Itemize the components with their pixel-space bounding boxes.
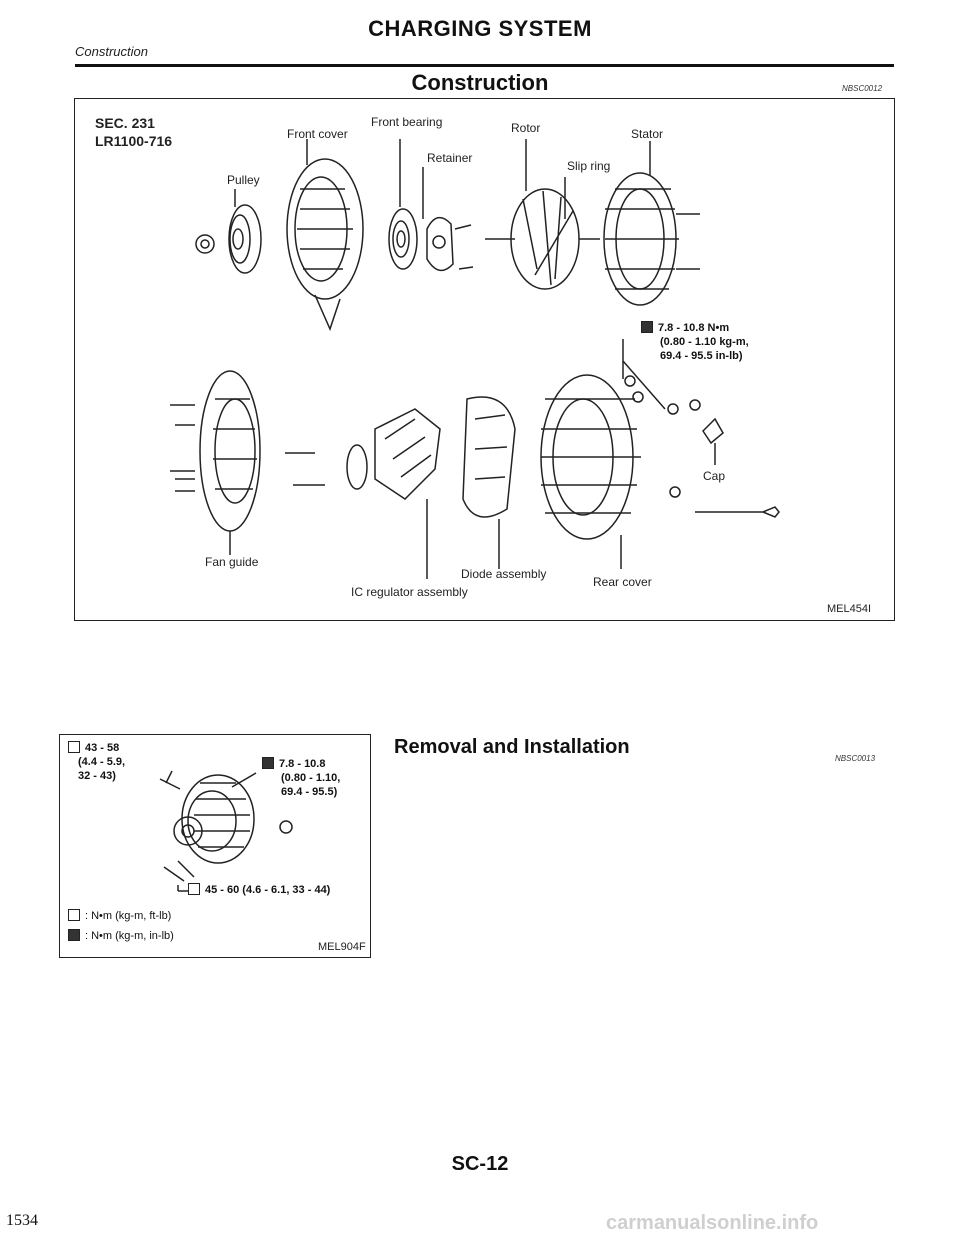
- torque-a-line-1: 43 - 58: [85, 742, 120, 754]
- header-rule: [75, 64, 894, 67]
- torque-b-line-3: 69.4 - 95.5): [281, 786, 338, 798]
- label-cap: Cap: [703, 469, 726, 483]
- label-front-bearing: Front bearing: [371, 115, 443, 129]
- section-label: Construction: [75, 44, 148, 59]
- torque-wrench-icon: [68, 929, 80, 941]
- removal-figure: 43 - 58 (4.4 - 5.9, 32 - 43) 7.8 - 10.8 …: [59, 734, 371, 958]
- construction-code: NBSC0012: [842, 84, 883, 93]
- alternator-mounting-diagram: [159, 770, 293, 892]
- torque-wrench-icon: [68, 741, 80, 753]
- torque-wrench-icon: [641, 321, 653, 333]
- construction-figure: SEC. 231 LR1100-716 Front bearing Front …: [74, 98, 895, 621]
- torque-callout: 7.8 - 10.8 N•m (0.80 - 1.10 kg-m, 69.4 -…: [641, 321, 749, 363]
- torque-wrench-icon: [68, 909, 80, 921]
- torque-callout-c: 45 - 60 (4.6 - 6.1, 33 - 44): [188, 883, 330, 897]
- label-retainer: Retainer: [427, 151, 473, 165]
- removal-code: NBSC0013: [835, 754, 876, 763]
- torque-b-line-2: (0.80 - 1.10,: [281, 772, 341, 784]
- label-fan-guide: Fan guide: [205, 555, 259, 569]
- label-front-cover: Front cover: [287, 127, 348, 141]
- label-stator: Stator: [631, 127, 664, 141]
- legend-ft-lb-text: : N•m (kg-m, ft-lb): [85, 910, 172, 922]
- label-slip-ring: Slip ring: [567, 159, 611, 173]
- label-rear-cover: Rear cover: [593, 575, 652, 589]
- label-pulley: Pulley: [227, 173, 260, 187]
- figure-id-2: MEL904F: [318, 941, 366, 953]
- torque-wrench-icon: [262, 757, 274, 769]
- torque-b-line-1: 7.8 - 10.8: [279, 758, 326, 770]
- page-number: SC-12: [451, 1153, 509, 1175]
- torque-callout-b: 7.8 - 10.8 (0.80 - 1.10, 69.4 - 95.5): [262, 757, 340, 799]
- torque-line-2: (0.80 - 1.10 kg-m,: [660, 336, 749, 348]
- label-ic-regulator: IC regulator assembly: [351, 585, 468, 599]
- side-page-number: 1534: [6, 1212, 38, 1229]
- construction-heading: Construction: [411, 70, 549, 95]
- legend-in-lb-text: : N•m (kg-m, in-lb): [85, 930, 174, 942]
- torque-callout-a: 43 - 58 (4.4 - 5.9, 32 - 43): [68, 741, 125, 783]
- torque-a-line-3: 32 - 43): [78, 770, 116, 782]
- label-rotor: Rotor: [511, 121, 541, 135]
- torque-a-line-2: (4.4 - 5.9,: [78, 756, 126, 768]
- legend-ft-lb: : N•m (kg-m, ft-lb): [68, 909, 171, 922]
- label-diode-assembly: Diode assembly: [461, 567, 547, 581]
- alternator-exploded-diagram: [170, 139, 780, 579]
- torque-wrench-icon: [188, 883, 200, 895]
- alternator-model: LR1100-716: [95, 133, 173, 149]
- sec-number: SEC. 231: [95, 115, 155, 131]
- legend-in-lb: : N•m (kg-m, in-lb): [68, 929, 174, 942]
- watermark-text: carmanualsonline.info: [606, 1212, 819, 1234]
- figure-id: MEL454I: [827, 603, 872, 615]
- removal-heading: Removal and Installation: [394, 736, 630, 758]
- torque-line-3: 69.4 - 95.5 in-lb): [660, 350, 743, 362]
- torque-c-text: 45 - 60 (4.6 - 6.1, 33 - 44): [205, 884, 331, 896]
- torque-line-1: 7.8 - 10.8 N•m: [658, 322, 730, 334]
- document-title: CHARGING SYSTEM: [368, 16, 592, 41]
